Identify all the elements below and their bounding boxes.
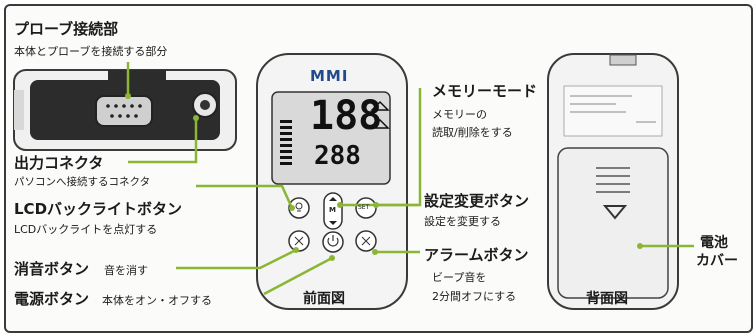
probe-connector-desc: 本体とプローブを接続する部分	[14, 45, 168, 58]
power-title: 電源ボタン	[14, 290, 90, 308]
lcd-screen	[271, 91, 391, 185]
back-view-caption: 背面図	[586, 291, 628, 307]
back-view-device	[547, 53, 679, 310]
battery-cover-title-1: 電池	[700, 235, 728, 251]
front-view-device	[256, 53, 408, 310]
lcd-backlight-desc: LCDバックライトを点灯する	[14, 223, 158, 236]
m-button-label: M	[329, 206, 336, 214]
top-view-device	[13, 69, 237, 151]
device-logo: MMI	[310, 67, 349, 85]
settings-change-desc: 設定を変更する	[424, 215, 501, 228]
front-view-caption: 前面図	[303, 291, 345, 307]
power-button	[322, 231, 344, 253]
probe-port	[95, 95, 153, 127]
lcd-sub-digits: 288	[314, 141, 361, 171]
output-connector-title: 出力コネクタ	[14, 154, 104, 172]
probe-connector-title: プローブ接続部	[14, 20, 119, 38]
power-desc: 本体をオン・オフする	[102, 294, 212, 307]
alarm-desc-2: 2分間オフにする	[432, 290, 517, 303]
lcd-main-digits: 188	[310, 93, 383, 139]
lcd-backlight-title: LCDバックライトボタン	[14, 200, 183, 218]
mute-desc: 音を消す	[104, 264, 148, 277]
settings-change-title: 設定変更ボタン	[424, 192, 530, 210]
battery-cover	[557, 147, 669, 299]
memory-mode-title: メモリーモード	[432, 82, 538, 100]
battery-cover-title-2: カバー	[696, 253, 738, 269]
back-label-sticker	[563, 85, 663, 137]
alarm-desc-1: ビープ音を	[432, 271, 487, 284]
output-connector-desc: パソコンへ接続するコネクタ	[14, 176, 151, 188]
set-button-label: SET	[358, 204, 370, 211]
leader-lines	[126, 62, 694, 296]
mute-title: 消音ボタン	[14, 260, 90, 278]
memory-mode-desc-1: メモリーの	[432, 108, 487, 121]
alarm-title: アラームボタン	[424, 246, 529, 264]
memory-mode-desc-2: 読取/削除をする	[432, 126, 513, 139]
memory-button	[323, 192, 343, 230]
